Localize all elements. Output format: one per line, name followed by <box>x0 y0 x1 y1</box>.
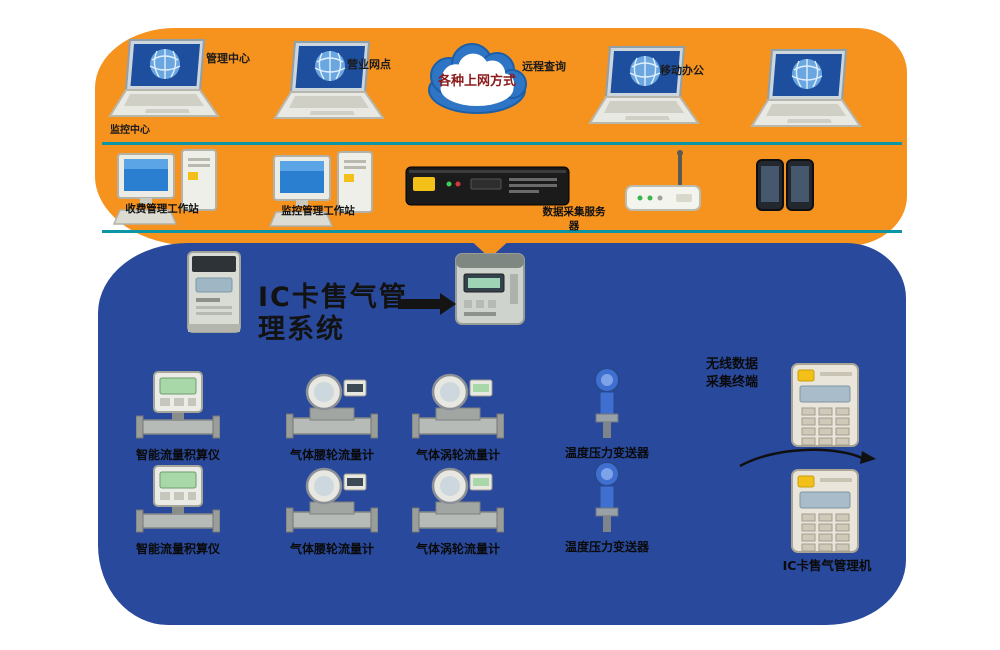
laptop-label: 移动办公 <box>660 64 704 77</box>
workstation-label: 监控管理工作站 <box>281 205 355 217</box>
device-label: 气体腰轮流量计 <box>289 542 374 556</box>
pressure-transmitter-icon <box>588 366 626 446</box>
device-label: 温度压力变送器 <box>564 446 649 460</box>
smartphones-icon <box>753 158 817 216</box>
data-collection-terminal-icon <box>786 360 864 454</box>
device-label: 温度压力变送器 <box>564 540 649 554</box>
device-label: 智能流量积算仪 <box>135 542 220 556</box>
curved-connector-arrow-icon <box>736 444 876 476</box>
ic-card-kiosk-icon <box>182 250 246 338</box>
laptop-icon <box>265 40 400 132</box>
flow-corrector-icon <box>135 368 221 448</box>
laptop-label: 营业网点 <box>347 58 391 71</box>
roots-flowmeter-icon <box>285 462 379 542</box>
ic-card-vending-machine-icon <box>786 466 864 560</box>
laptop-icon <box>580 45 715 137</box>
device-label: 智能流量积算仪 <box>135 448 220 462</box>
laptop-icon <box>100 38 235 130</box>
laptop-label: 远程查询 <box>522 60 566 73</box>
vending-terminal-icon <box>452 250 528 332</box>
monitor-center-note: 监控中心 <box>110 125 150 136</box>
desktop-workstation-icon <box>268 150 380 234</box>
network-bus-line-top <box>102 142 902 145</box>
system-headline: IC卡售气管理系统 <box>258 282 408 346</box>
server-label: 数据采集服务器 <box>542 206 606 232</box>
wireless-router-icon <box>622 148 704 224</box>
device-label: 气体腰轮流量计 <box>289 448 374 462</box>
internet-cloud-icon: 各种上网方式 <box>416 36 538 122</box>
desktop-workstation-icon <box>112 148 224 232</box>
laptop-icon <box>742 48 877 140</box>
roots-flowmeter-icon <box>285 368 379 448</box>
workstation-label: 收费管理工作站 <box>125 203 199 215</box>
device-label: 气体涡轮流量计 <box>415 542 500 556</box>
laptop-label: 管理中心 <box>206 52 250 65</box>
pressure-transmitter-icon <box>588 460 626 540</box>
turbine-flowmeter-icon <box>411 368 505 448</box>
flow-corrector-icon <box>135 462 221 542</box>
device-label: 气体涡轮流量计 <box>415 448 500 462</box>
turbine-flowmeter-icon <box>411 462 505 542</box>
vending-machine-label: IC卡售气管理机 <box>782 558 872 573</box>
wireless-terminal-note: 无线数据采集终端 <box>706 357 759 391</box>
cloud-label: 各种上网方式 <box>437 74 516 89</box>
flow-arrow-icon <box>398 293 456 315</box>
data-server-icon <box>405 163 570 213</box>
network-bus-line-bottom <box>102 230 902 233</box>
